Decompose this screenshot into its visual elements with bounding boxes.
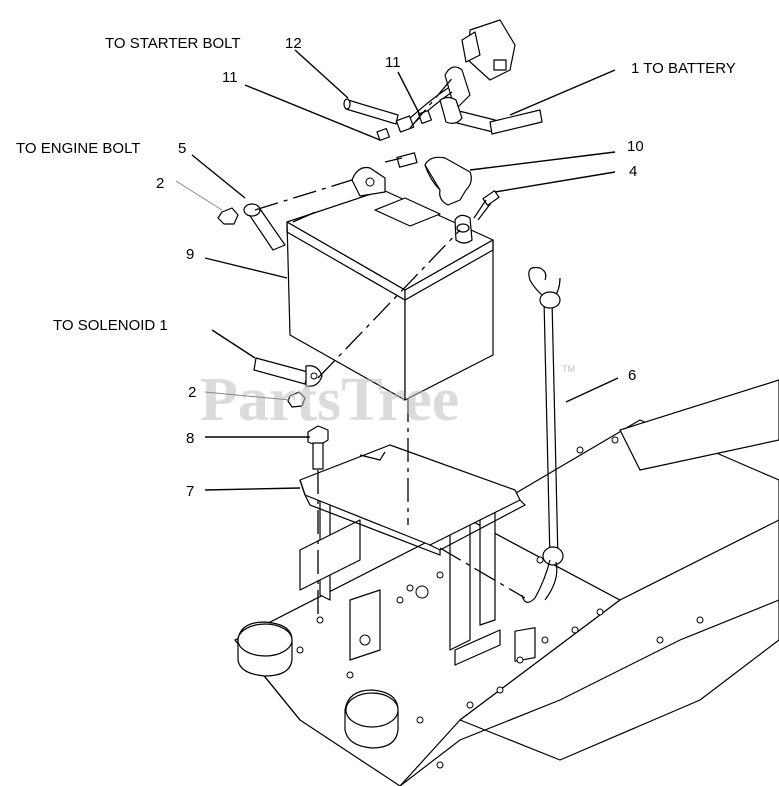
- label-item-8: 8: [186, 430, 194, 447]
- label-item-4: 4: [629, 163, 637, 180]
- engine-mount-pad-left: [237, 621, 293, 677]
- label-item-12: 12: [285, 35, 302, 52]
- engine-ground-cable: [243, 152, 418, 251]
- bolt-item-8: [307, 425, 329, 470]
- leader-lines: [175, 49, 619, 491]
- nut-item-11b: [417, 109, 433, 125]
- starter-cable: [343, 98, 399, 125]
- label-item-11a: 11: [222, 69, 238, 86]
- label-item-5: 5: [178, 140, 186, 157]
- label-to-engine-bolt: TO ENGINE BOLT: [16, 140, 140, 157]
- label-item-11b: 11: [385, 54, 401, 71]
- hold-down-rod: [521, 266, 564, 603]
- label-to-battery: 1 TO BATTERY: [631, 60, 736, 77]
- battery-cable: [439, 96, 543, 135]
- chassis-frame: [234, 379, 779, 786]
- watermark: PartsTree TM: [200, 364, 575, 434]
- watermark-trademark: TM: [562, 364, 575, 374]
- label-item-7: 7: [186, 483, 194, 500]
- frame-holes: [296, 436, 704, 769]
- label-item-6: 6: [628, 367, 636, 384]
- watermark-text: PartsTree: [200, 366, 459, 434]
- bolt-item-4: [473, 190, 500, 221]
- label-item-2a: 2: [156, 175, 164, 192]
- label-to-starter-bolt: TO STARTER BOLT: [105, 35, 241, 52]
- solenoid-cable: [253, 357, 323, 387]
- terminal-boot: [424, 156, 472, 206]
- label-item-10: 10: [627, 138, 644, 155]
- label-item-2b: 2: [188, 384, 196, 401]
- nut-item-2a: [217, 207, 239, 225]
- tray-support-brackets: [299, 489, 501, 666]
- callout-labels: TO STARTER BOLT 12 11 1 TO BATTERY 11 TO…: [16, 35, 736, 500]
- solenoid-assembly: [407, 19, 516, 126]
- battery: [286, 166, 494, 401]
- engine-mount-pad-right: [344, 689, 399, 749]
- nut-item-2b: [287, 391, 306, 408]
- assembly-centerlines: [254, 74, 526, 620]
- nut-item-11a: [376, 115, 415, 142]
- label-item-9: 9: [186, 246, 194, 263]
- label-to-solenoid: TO SOLENOID 1: [53, 317, 168, 334]
- battery-tray: [299, 444, 526, 556]
